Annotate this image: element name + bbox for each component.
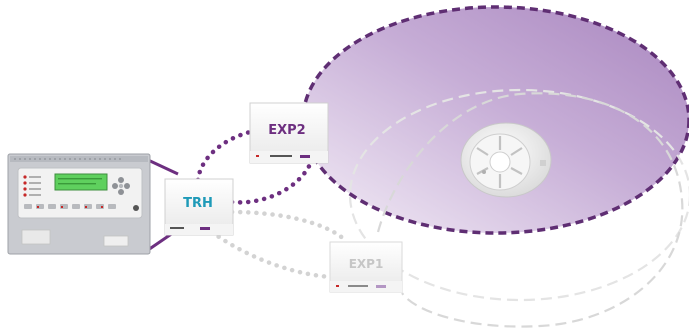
smoke-detector-icon	[460, 122, 552, 198]
panel-key-switch	[133, 205, 139, 211]
exp1-label: EXP1	[349, 257, 384, 271]
link-trh-exp2-lower	[229, 157, 315, 205]
exp1-module	[329, 241, 403, 293]
fire-panel-icon	[7, 153, 151, 255]
link-trh-exp1-lower	[209, 229, 337, 280]
exp2-label: EXP2	[268, 123, 305, 138]
exp2-module	[249, 102, 329, 164]
panel-keypad	[112, 177, 130, 195]
panel-wire-top	[147, 158, 179, 176]
exp1-network-loop	[376, 92, 684, 328]
panel-display	[54, 173, 108, 191]
coverage-zone	[301, 5, 689, 235]
trh-module	[164, 178, 234, 236]
zone-inner-ring	[348, 88, 689, 302]
link-trh-exp1-upper	[229, 209, 348, 243]
link-trh-exp2-upper	[195, 129, 253, 183]
trh-label: TRH	[183, 196, 213, 211]
